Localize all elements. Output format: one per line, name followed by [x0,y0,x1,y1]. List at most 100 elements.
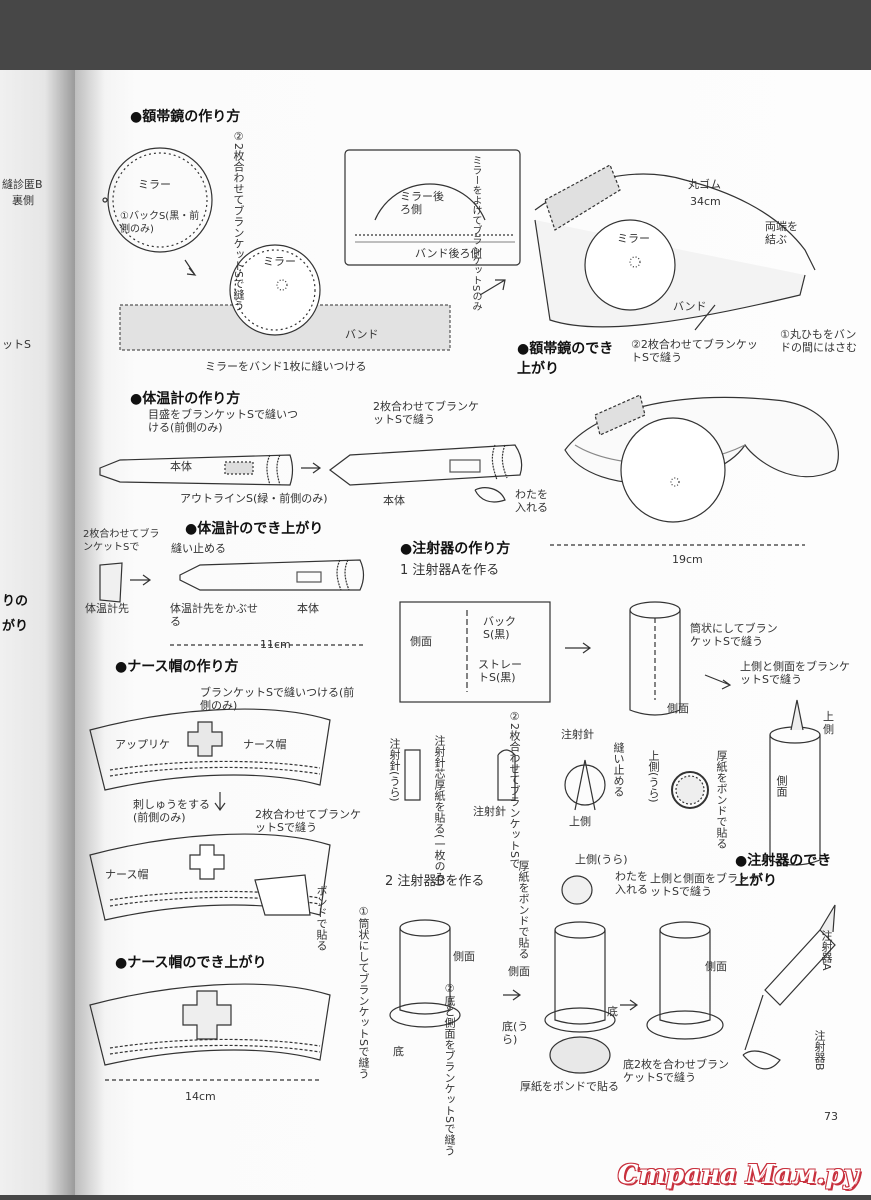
thermometer-outline-note: アウトラインS(緑・前側のみ) [180,492,328,505]
thermometer-note2: 2枚合わせてブランケットSで [83,529,160,553]
syringe-b-board-note: 厚紙をボンドで貼る [517,860,530,959]
syringe-heading: ●注射器の作り方 [400,541,511,557]
thermometer-body-label: 本体 [297,602,319,615]
mirror-done-width: 19cm [672,553,703,566]
thermometer-heading: ●体温計の作り方 [130,391,241,407]
syringe-b-top-back: 上側(うら) [575,853,628,866]
left-page-heading: りの [2,594,29,609]
syringe-tube [769,735,821,866]
needle-back-label: 注射針(うら) [388,738,401,802]
syringe-board-note: 厚紙をボンドで貼る [715,750,728,849]
syringe-b-label: 注射器B [813,1030,826,1071]
syringe-a-label: 注射器A [820,930,833,971]
backstitch-label: バックS(黒) [483,615,516,641]
nurse-cap-shape [89,708,331,791]
nurse-cap-heading: ●ナース帽の作り方 [115,659,239,675]
syringe-b-bottom-note: ②底と側面をブランケットSで縫う [443,982,456,1156]
mirror-circle [107,147,213,253]
thermometer-cotton-note: わたを入れる [515,488,548,514]
nurse-cap-done-heading: ●ナース帽のでき上がり [115,955,267,971]
thermometer-body-label: 本体 [170,460,192,473]
embroider-note: 刺しゅうをする(前側のみ) [133,798,210,824]
nurse-cap-label: ナース帽 [105,868,149,881]
thermometer-body-label: 本体 [383,494,405,507]
syringe-base-back-label: 底(うら) [502,1020,529,1046]
syringe-tube-note: 筒状にしてブランケットSで縫う [690,622,778,648]
glue-note: ボンドで貼る [315,885,328,951]
syringe-sub-a: 1 注射器Aを作る [400,563,500,578]
back-side-box [344,149,521,266]
mirror-step2-note: ②2枚合わせてブランケットSで縫う [232,130,245,311]
needle-label: 注射針 [561,728,594,741]
syringe-sub-b: 2 注射器Bを作る [385,874,485,889]
syringe-side-label: 側面 [453,950,475,963]
syringe-needle [497,749,516,801]
mirror-label: ミラー [617,232,650,245]
mirror-step1-note: ①バックS(黒・前側のみ) [120,211,200,235]
thermometer-tip [99,562,123,603]
syringe-side-label: 側面 [667,702,689,715]
watermark: Страна Мам.ру [617,1160,859,1190]
mirror-circle [229,244,321,336]
syringe-top-label: 上側 [823,710,834,736]
mirror-back-label: ミラー後ろ側 [400,190,444,216]
syringe-needle [574,759,596,811]
craft-page: ●額帯鏡の作り方 ②2枚合わせてブランケットSで縫う ミラー ①バックS(黒・前… [75,70,871,1195]
mirror-done-heading: ●額帯鏡のでき上がり [517,341,614,377]
left-page-strip: 縫診匿B 裏側 ットS りの がり [0,70,75,1195]
left-page-text: ットS [2,338,31,351]
thermometer-step2-note: 2枚合わせてブランケットSで縫う [373,400,479,426]
syringe-tube [554,930,606,1025]
mirror-caption: ミラーをバンド1枚に縫いつける [205,360,367,373]
syringe-side-panel [399,601,551,703]
diagram-drawings [89,147,839,1081]
thermometer-shape [99,454,294,486]
syringe-needle [404,749,421,801]
band-back-label: バンド後ろ側 [415,247,482,260]
nurse-cap-sew-note: ブランケットSで縫いつける(前側のみ) [200,686,355,712]
syringe-b-board2-note: 厚紙をボンドで貼る [520,1080,619,1093]
band-label: バンド [345,328,379,341]
nurse-cap-length: 14cm [185,1090,216,1103]
band-label: バンド [673,300,707,313]
needle-sew-note: ②2枚合わせてブランケットSで [508,710,521,869]
syringe-b-two-note: 底2枚を合わせブランケットSで縫う [623,1058,729,1084]
page-number: 73 [824,1110,838,1123]
applique-label: アップリケ [115,738,170,751]
mirror-box-note: ミラーをよけてブランケットSのみ [470,155,481,312]
syringe-base-label: 底 [607,1005,618,1018]
syringe-final [764,929,836,1006]
elastic-label: 丸ゴム [688,178,721,191]
straightstitch-label: ストレートS(黒) [478,658,522,684]
nurse-cap-shape [89,983,331,1066]
mirror-circle [620,417,726,523]
nurse-cap-step2-note: 2枚合わせてブランケットSで縫う [255,808,361,834]
thermometer-shape [179,559,365,591]
syringe-base-label: 底 [393,1045,404,1058]
left-page-text: 裏側 [12,194,34,207]
mirror-circle [584,219,676,311]
syringe-side-label: 側面 [775,775,788,797]
syringe-side-label: 側面 [410,635,432,648]
syringe-side-label: 側面 [705,960,727,973]
mirror-label: ミラー [138,178,171,191]
syringe-tube [629,610,681,716]
thermometer-done-heading: ●体温計のでき上がり [185,521,324,537]
nurse-cap-label: ナース帽 [243,738,287,751]
thermometer-scale-note: 目盛をブランケットSで縫いつける(前側のみ) [148,408,298,434]
needle-core-note: 注射針芯厚紙を貼る(一枚のみ) [433,735,446,887]
left-page-text: 縫診匿B [2,178,43,191]
needle-stop-note: 縫い止める [612,742,625,797]
thermometer-length: 11cm [260,638,291,651]
needle-label: 注射針 [473,805,506,818]
elastic-length: 34cm [690,195,721,208]
mirror-step2b-note: ②2枚合わせてブランケットSで縫う [631,338,758,364]
syringe-join-note: 上側と側面をブランケットSで縫う [740,660,850,686]
mirror-label: ミラー [263,255,296,268]
tie-note: 両端を結ぶ [765,220,798,246]
syringe-tube [659,930,711,1025]
thermometer-cover-note: 体温計先をかぶせる [170,602,258,628]
thermometer-stop-note: 縫い止める [171,542,226,555]
syringe-done-heading: ●注射器のでき上がり [735,853,832,889]
thermometer-shape [329,444,523,486]
